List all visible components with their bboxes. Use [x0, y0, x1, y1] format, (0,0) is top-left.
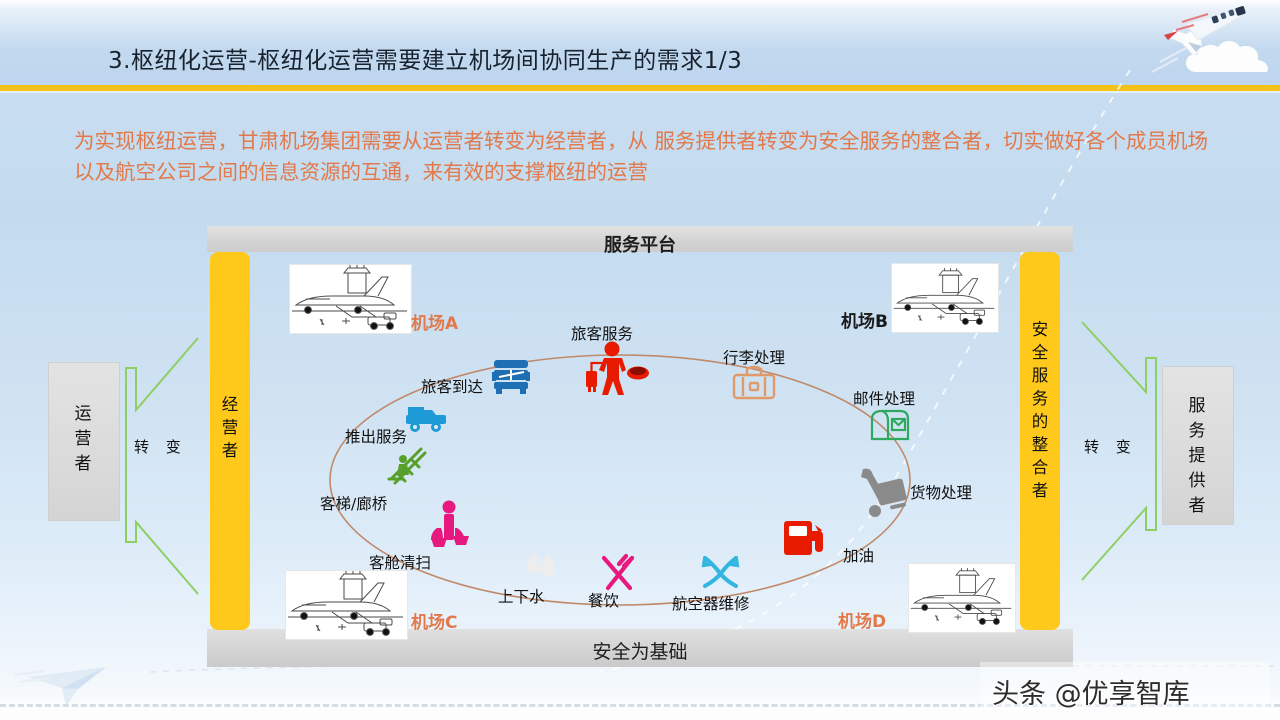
left-role-box [48, 362, 120, 521]
fork-knife-icon [596, 552, 642, 594]
wrench-tools-icon [698, 552, 744, 592]
passenger-icon [578, 341, 650, 397]
left-role-label: 运营者 [74, 404, 92, 474]
right-transform-arrow-icon [1081, 321, 1157, 581]
bottom-divider [0, 704, 1280, 707]
label-push-back: 推出服务 [345, 428, 408, 446]
cargo-cart-icon [855, 465, 917, 521]
safety-base-label: 安全为基础 [592, 641, 688, 663]
paper-plane-icon [10, 655, 150, 710]
label-catering: 餐饮 [588, 592, 620, 610]
pillar-safety-integrator-label: 安全服务的整合者 [1031, 320, 1049, 500]
header-rule [0, 85, 1280, 91]
fuel-pump-icon [782, 517, 830, 563]
service-platform-label: 服务平台 [604, 235, 676, 256]
right-role-box [1162, 366, 1234, 525]
airport-label-d: 机场D [838, 612, 887, 632]
service-platform-top-bar [207, 226, 1073, 252]
label-passenger-arrive: 旅客到达 [421, 378, 484, 396]
airport-image-b [891, 263, 999, 333]
pillar-operator [210, 252, 250, 630]
subtitle-text: 为实现枢纽运营，甘肃机场集团需要从运营者转变为经营者，从 服务提供者转变为安全服… [74, 129, 1209, 184]
left-transform-label: 转 变 [134, 438, 187, 456]
label-passenger-service: 旅客服务 [571, 325, 634, 343]
label-stairs: 客梯/廊桥 [320, 495, 388, 513]
airport-image-c [285, 570, 408, 640]
bus-icon [490, 358, 532, 398]
pillar-safety-integrator [1020, 252, 1060, 630]
airport-label-c: 机场C [411, 613, 458, 633]
pillar-operator-label: 经营者 [221, 395, 239, 460]
service-cycle-ring [329, 354, 911, 606]
airport-image-d [908, 563, 1016, 633]
watermark-text: 头条 @优享智库 [992, 679, 1190, 710]
page-title: 3.枢纽化运营-枢纽化运营需要建立机场间协同生产的需求1/3 [108, 48, 743, 74]
right-transform-label: 转 变 [1084, 438, 1137, 456]
header-rule-highlight [0, 91, 1280, 93]
airport-label-b: 机场B [841, 312, 888, 332]
right-role-label: 服务提供者 [1188, 396, 1206, 516]
watermark-backdrop [980, 662, 1270, 710]
airport-label-a: 机场A [411, 314, 459, 334]
left-transform-arrow-icon [125, 337, 199, 595]
label-cabin-clean: 客舱清扫 [369, 554, 432, 572]
label-maintenance: 航空器维修 [672, 595, 750, 613]
tow-truck-icon [404, 401, 450, 435]
bottom-strip [0, 707, 1280, 720]
label-refuel: 加油 [843, 547, 875, 565]
mailbox-icon [866, 405, 912, 445]
label-baggage: 行李处理 [723, 349, 786, 367]
water-drops-icon [524, 548, 558, 582]
suitcase-icon [730, 364, 778, 404]
airport-image-a [289, 264, 412, 334]
header-band [0, 0, 1280, 88]
label-water: 上下水 [498, 588, 545, 606]
boarding-stairs-icon [383, 445, 429, 489]
airplane-cloud-icon [1090, 0, 1280, 90]
label-mail: 邮件处理 [853, 390, 916, 408]
cleaning-person-icon [427, 500, 475, 550]
label-cargo: 货物处理 [910, 484, 973, 502]
